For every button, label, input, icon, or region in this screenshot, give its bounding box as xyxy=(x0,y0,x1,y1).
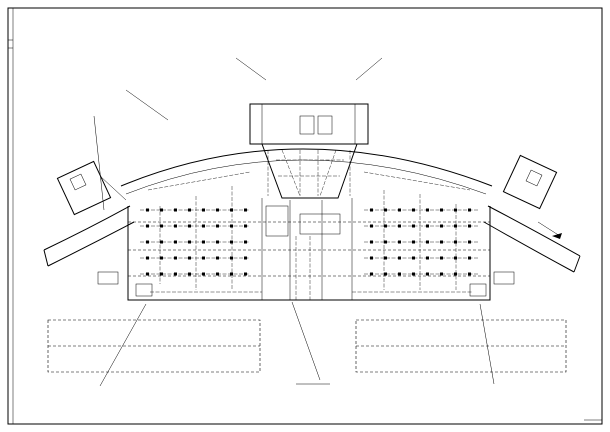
fixture-mark xyxy=(468,240,471,244)
fixture-mark xyxy=(370,256,373,260)
fixture-mark xyxy=(412,272,415,276)
fixture-mark xyxy=(426,208,429,212)
equipment-boxes xyxy=(97,271,515,297)
fixture-mark xyxy=(188,240,191,244)
fixture-mark xyxy=(202,224,205,228)
fixture-mark xyxy=(202,208,205,212)
inner-frame xyxy=(12,7,603,425)
fixture-mark xyxy=(174,256,177,260)
fixture-mark xyxy=(146,240,149,244)
fixture-mark xyxy=(160,272,163,276)
fixture-mark xyxy=(440,240,443,244)
fixture-mark xyxy=(426,224,429,228)
fixture-mark xyxy=(160,256,163,260)
fixture-mark xyxy=(440,256,443,260)
fixture-mark xyxy=(468,224,471,228)
fixture-mark xyxy=(216,224,219,228)
fixture-mark xyxy=(146,272,149,276)
central-stair-block xyxy=(249,103,369,145)
fixture-mark xyxy=(370,224,373,228)
fixture-mark xyxy=(454,256,457,260)
fixture-mark xyxy=(230,208,233,212)
fixture-mark xyxy=(188,224,191,228)
fixture-mark xyxy=(440,224,443,228)
fixture-mark xyxy=(398,224,401,228)
left-wing xyxy=(43,160,135,267)
fixture-mark xyxy=(160,224,163,228)
fixture-mark xyxy=(146,256,149,260)
fixture-mark xyxy=(244,272,247,276)
right-wing xyxy=(483,154,581,273)
fixture-mark xyxy=(398,272,401,276)
fixture-mark xyxy=(398,256,401,260)
fixture-mark xyxy=(454,240,457,244)
fixture-mark xyxy=(216,208,219,212)
fixture-marks xyxy=(146,208,471,276)
fixture-mark xyxy=(174,224,177,228)
fixture-mark xyxy=(188,208,191,212)
fixture-mark xyxy=(230,240,233,244)
fixture-mark xyxy=(412,256,415,260)
fixture-mark xyxy=(384,256,387,260)
fixture-mark xyxy=(244,208,247,212)
fixture-mark xyxy=(412,208,415,212)
fixture-mark xyxy=(202,240,205,244)
lower-right-block xyxy=(355,319,567,373)
fixture-mark xyxy=(426,240,429,244)
fixture-mark xyxy=(174,208,177,212)
fixture-mark xyxy=(146,208,149,212)
left-wiring xyxy=(140,171,262,293)
fixture-mark xyxy=(244,240,247,244)
fixture-mark xyxy=(468,272,471,276)
fixture-mark xyxy=(230,224,233,228)
fixture-mark xyxy=(160,240,163,244)
fixture-mark xyxy=(202,272,205,276)
central-core-outline xyxy=(261,143,358,199)
fixture-mark xyxy=(230,272,233,276)
leader-lines xyxy=(93,57,602,421)
fixture-mark xyxy=(370,240,373,244)
main-floor-body xyxy=(127,198,491,301)
curved-north-wall xyxy=(120,148,493,187)
fixture-mark xyxy=(188,256,191,260)
fixture-mark xyxy=(216,240,219,244)
fixture-mark xyxy=(468,208,471,212)
fixture-mark xyxy=(216,272,219,276)
fixture-mark xyxy=(384,208,387,212)
fixture-mark xyxy=(188,272,191,276)
fixture-mark xyxy=(398,208,401,212)
fixture-mark xyxy=(440,208,443,212)
fixture-mark xyxy=(384,272,387,276)
fixture-mark xyxy=(468,256,471,260)
fixture-mark xyxy=(426,256,429,260)
fixture-mark xyxy=(146,224,149,228)
fixture-mark xyxy=(454,224,457,228)
outer-frame xyxy=(7,7,603,425)
fixture-mark xyxy=(216,256,219,260)
fixture-mark xyxy=(244,224,247,228)
fixture-mark xyxy=(160,208,163,212)
lower-left-block xyxy=(47,319,261,373)
fixture-mark xyxy=(412,224,415,228)
fixture-mark xyxy=(412,240,415,244)
fixture-mark xyxy=(370,272,373,276)
fixture-mark xyxy=(230,256,233,260)
fixture-mark xyxy=(426,272,429,276)
fixture-mark xyxy=(384,224,387,228)
central-wiring xyxy=(267,149,351,300)
fixture-mark xyxy=(370,208,373,212)
fixture-mark xyxy=(174,272,177,276)
fixture-mark xyxy=(174,240,177,244)
fixture-mark xyxy=(440,272,443,276)
fixture-mark xyxy=(454,208,457,212)
fixture-mark xyxy=(384,240,387,244)
fixture-mark xyxy=(454,272,457,276)
fixture-mark xyxy=(244,256,247,260)
fixture-mark xyxy=(398,240,401,244)
fixture-mark xyxy=(202,256,205,260)
